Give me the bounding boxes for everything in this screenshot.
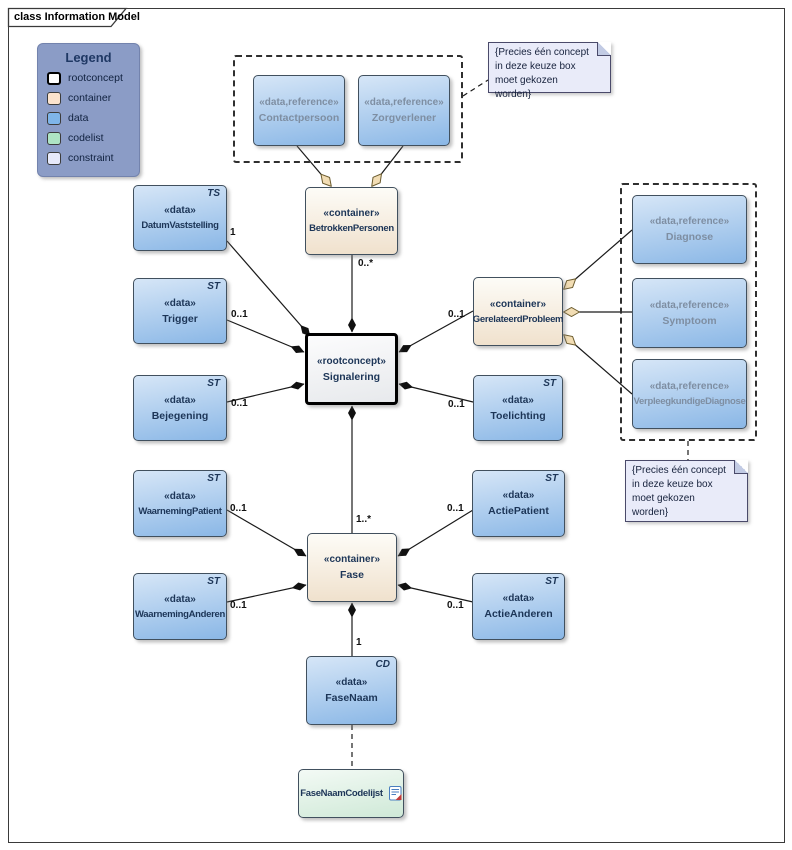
legend-item-constraint: constraint [47,151,139,165]
multiplicity-waarnemingpatient: 0..1 [230,503,247,514]
node-actieanderen[interactable]: ST «data» ActieAnderen [472,573,565,640]
node-trigger[interactable]: ST «data» Trigger [133,278,227,344]
multiplicity-bejegening: 0..1 [231,398,248,409]
legend-item-rootconcept: rootconcept [47,71,139,85]
multiplicity-betrokkenpersonen: 0..* [358,258,374,269]
frame-title: class Information Model [14,11,140,23]
choice-box-gerelateerdprobleem [620,183,757,441]
multiplicity-actieanderen: 0..1 [447,600,464,611]
note-fold-icon [597,42,611,56]
constraint-note-top: {Precies één concept in deze keuze box m… [488,42,611,100]
node-bejegening[interactable]: ST «data» Bejegening [133,375,227,441]
legend-chip-constraint [47,151,61,165]
choice-box-betrokkenpersonen [233,55,463,163]
multiplicity-trigger: 0..1 [231,309,248,320]
node-toelichting[interactable]: ST «data» Toelichting [473,375,563,441]
codelist-document-icon [388,786,402,801]
multiplicity-gerelateerdprobleem: 0..1 [448,309,465,320]
legend-chip-codelist [47,131,61,145]
diagram-frame [8,8,785,843]
node-fasenaam[interactable]: CD «data» FaseNaam [306,656,397,725]
legend-item-data: data [47,111,139,125]
node-waarnemingpatient[interactable]: ST «data» WaarnemingPatient [133,470,227,537]
node-signalering[interactable]: «rootconcept» Signalering [305,333,398,405]
multiplicity-actiepatient: 0..1 [447,503,464,514]
node-contactpersoon[interactable]: «data,reference» Contactpersoon [253,75,345,146]
legend-title: Legend [65,50,112,65]
node-actiepatient[interactable]: ST «data» ActiePatient [472,470,565,537]
node-symptoom[interactable]: «data,reference» Symptoom [632,278,747,348]
node-diagnose[interactable]: «data,reference» Diagnose [632,195,747,264]
node-fase[interactable]: «container» Fase [307,533,397,602]
legend-item-codelist: codelist [47,131,139,145]
node-verpleegkundigediagnose[interactable]: «data,reference» VerpleegkundigeDiagnose [632,359,747,429]
multiplicity-datumvaststelling: 1 [230,227,236,238]
node-zorgverlener[interactable]: «data,reference» Zorgverlener [358,75,450,146]
node-gerelateerdprobleem[interactable]: «container» GerelateerdProbleem [473,277,564,346]
legend-chip-rootconcept [47,71,61,85]
legend: Legend rootconcept container data codeli… [37,43,140,177]
legend-item-container: container [47,91,139,105]
legend-chip-data [47,111,61,125]
node-betrokkenpersonen[interactable]: «container» BetrokkenPersonen [305,187,398,255]
constraint-note-bottom: {Precies één concept in deze keuze box m… [625,460,748,522]
multiplicity-fasenaam: 1 [356,637,362,648]
legend-chip-container [47,91,61,105]
node-fasenaamcodelijst[interactable]: FaseNaamCodelijst [298,769,404,818]
multiplicity-toelichting: 0..1 [448,399,465,410]
multiplicity-fase: 1..* [356,514,372,525]
node-waarneminganderen[interactable]: ST «data» WaarnemingAnderen [133,573,227,640]
multiplicity-waarneminganderen: 0..1 [230,600,247,611]
note-fold-icon [734,460,748,474]
node-datumvaststelling[interactable]: TS «data» DatumVaststelling [133,185,227,251]
